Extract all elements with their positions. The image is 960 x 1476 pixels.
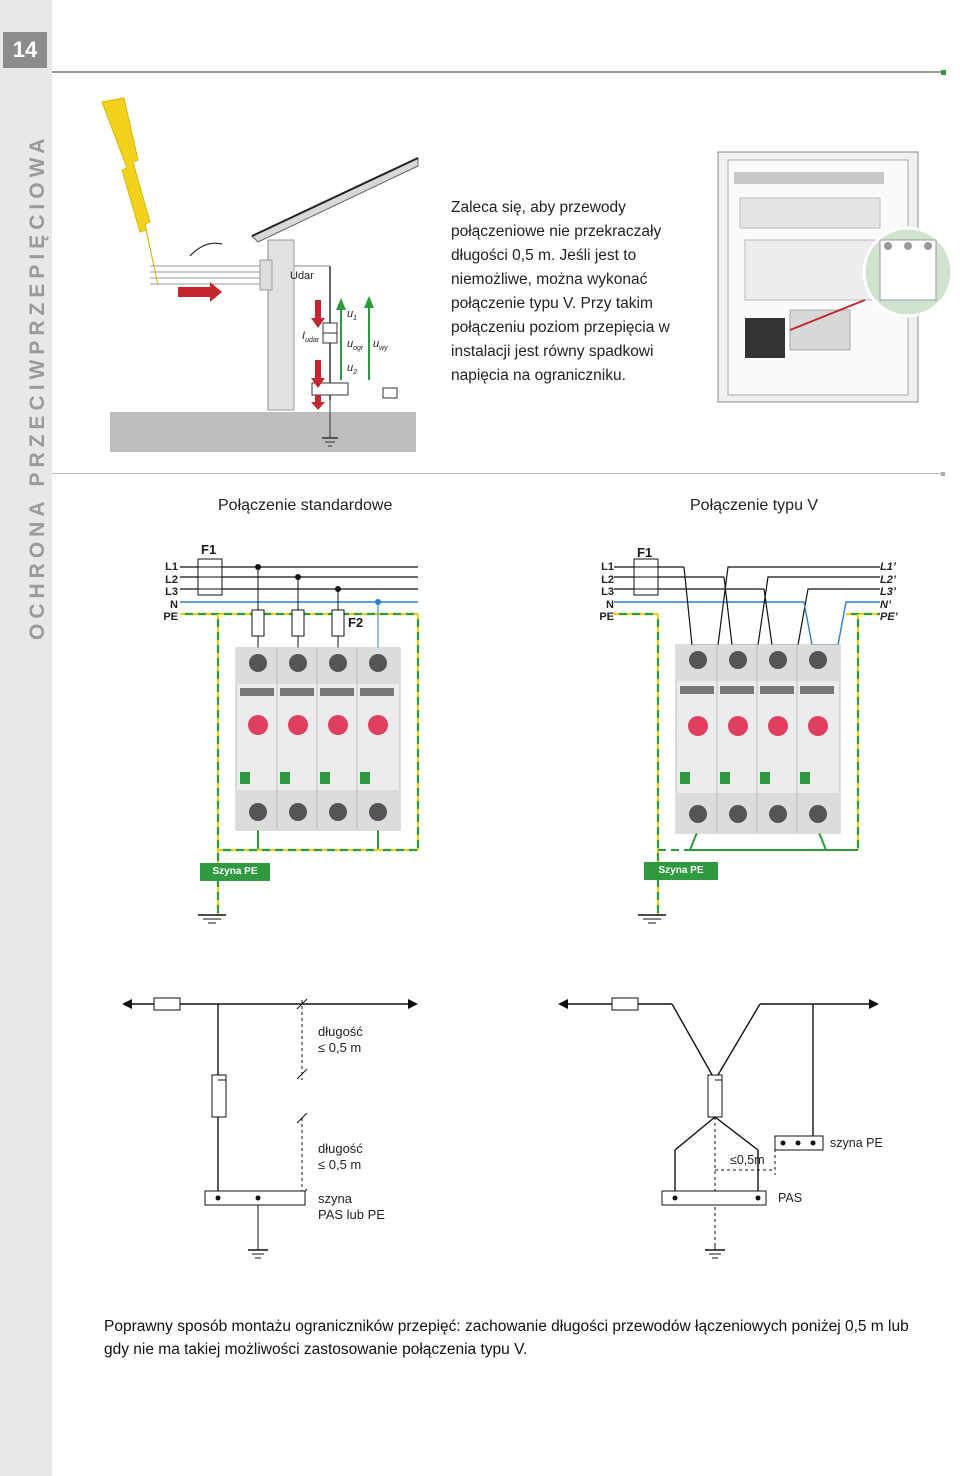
sidebar [0, 0, 52, 1476]
socket-icon [382, 387, 398, 399]
intro-paragraph: Zaleca się, aby przewody połączeniowe ni… [451, 199, 670, 384]
i-udar-label: Iudar [302, 330, 320, 345]
figure-caption: Poprawny sposób montażu ograniczników pr… [104, 1318, 909, 1358]
cabinet-photo [717, 151, 954, 403]
typev-fuse-label: F1 [637, 545, 653, 560]
right-pas-label: PAS [778, 1191, 803, 1205]
standard-pe-bus: Szyna PE [200, 863, 270, 881]
left-dim2-label: długość≤ 0,5 m [318, 1141, 363, 1172]
header-rule [52, 71, 945, 73]
typev-output-labels: L1’L2’L3’N’PE’ [880, 561, 898, 623]
standard-title: Połączenie standardowe [218, 497, 393, 514]
u2-label: u2 [347, 362, 358, 377]
standard-wiring [180, 558, 420, 924]
standard-devices [235, 647, 401, 831]
right-dim-label: ≤0,5m [730, 1153, 765, 1167]
lightning-bolt-icon [101, 97, 159, 286]
surge-arrow [178, 282, 222, 302]
schematic-right [558, 997, 879, 1259]
udar-label: Udar [290, 270, 314, 282]
ground [110, 412, 416, 452]
right-bus-pe-label: szyna PE [830, 1136, 883, 1150]
standard-fuse2-label: F2 [348, 615, 364, 630]
schematic-left [122, 997, 418, 1259]
typev-devices [675, 644, 841, 834]
typev-title: Połączenie typu V [690, 497, 819, 514]
uogr-label: uogr [347, 338, 364, 353]
page-number: 14 [3, 32, 47, 68]
typev-pe-bus: Szyna PE [644, 862, 718, 880]
left-dim1-label: długość≤ 0,5 m [318, 1024, 363, 1055]
uwy-label: uwy [373, 338, 388, 353]
overhead-wire [189, 242, 223, 257]
standard-fuse-label: F1 [201, 542, 217, 557]
section-divider-dot [941, 472, 945, 476]
house-diagram [101, 97, 419, 452]
section-divider [52, 473, 945, 474]
header-rule-dot [941, 70, 946, 75]
u1-label: u1 [347, 308, 358, 323]
